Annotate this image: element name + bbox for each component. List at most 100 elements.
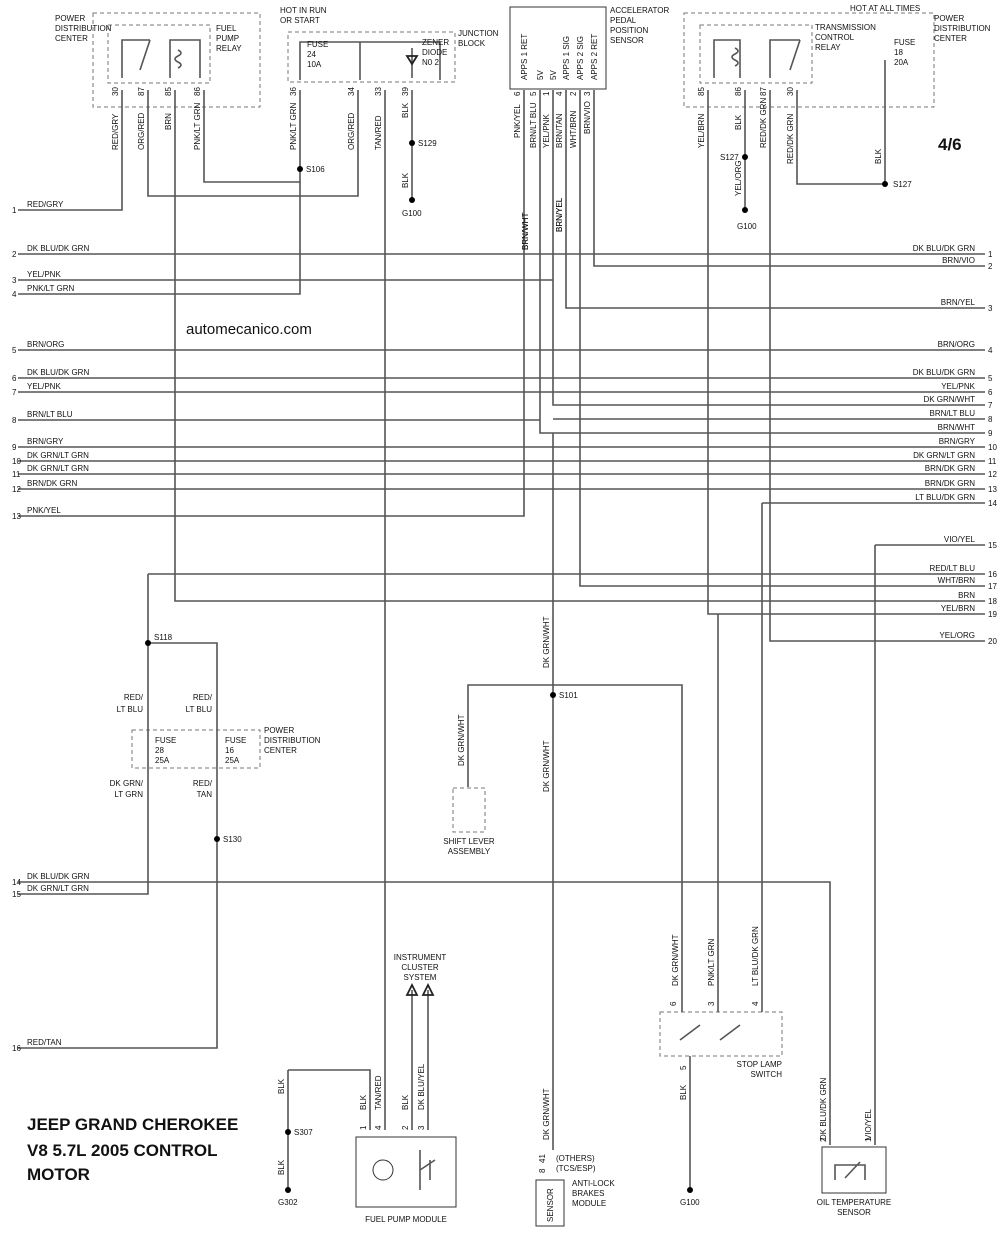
pdc-right-label: DISTRIBUTION: [934, 24, 991, 33]
junction-block-label: BLOCK: [458, 39, 486, 48]
left-wire-label: BRN/LT BLU: [27, 410, 73, 419]
pdc-left-box: [92, 12, 261, 108]
pdc-right-label: POWER: [934, 14, 964, 23]
bottom-wire-label: DK GRN/WHT: [671, 934, 680, 986]
bottom-wire-label: DK BLU/DK GRN: [819, 1078, 828, 1140]
oil-temp-thermistor-icon: [834, 1161, 866, 1180]
left-pin-number: 14: [12, 878, 21, 887]
mid-wire-label: LT BLU: [186, 705, 213, 714]
splice-label: S307: [294, 1128, 313, 1137]
fuel-pump-relay-label: FUEL: [216, 24, 237, 33]
wire-yel-brn: [707, 90, 985, 615]
fuse28-label: 28: [155, 746, 164, 755]
wire-wht-brn: [579, 90, 985, 587]
apps-pin-label: 5V: [536, 70, 545, 80]
zener-diode-icon: [405, 55, 419, 66]
wire-pnk-lt-grn-left: [18, 182, 301, 295]
wire-org-red: [147, 90, 359, 197]
left-pin-number: 2: [12, 250, 17, 259]
left-pin-number: 7: [12, 388, 17, 397]
stop-lamp-box: [659, 1011, 783, 1057]
pdc-mid-label: POWER: [264, 726, 294, 735]
ground-label: G100: [402, 209, 422, 218]
apps-label: SENSOR: [610, 36, 644, 45]
wire-color-label: YEL/ORG: [734, 160, 743, 196]
tcr-label: TRANSMISSION: [815, 23, 876, 32]
pdc-right-box: [683, 12, 935, 108]
wire-blk-fpm: [288, 1069, 371, 1130]
right-wire-label: WHT/BRN: [938, 576, 976, 585]
title-line: MOTOR: [27, 1165, 90, 1184]
fuse18-label: 18: [894, 48, 903, 57]
fuse24-label: FUSE: [307, 40, 328, 49]
right-wire-label: BRN/WHT: [938, 423, 975, 432]
mid-wire-label: DK GRN/WHT: [542, 1088, 551, 1140]
bottom-pin-number: 41: [538, 1154, 547, 1163]
right-pin-number: 11: [988, 457, 997, 466]
splice-label: S130: [223, 835, 242, 844]
wire-red-dk-grn: [796, 90, 885, 185]
pin-number-label: 87: [759, 87, 768, 96]
mid-wire-label: BRN/YEL: [555, 197, 564, 232]
right-pin-number: 2: [988, 262, 993, 271]
component-boxes: [92, 6, 935, 1227]
wire-color-label: TAN/RED: [374, 115, 383, 150]
bottom-pin-number: 8: [538, 1168, 547, 1173]
right-wire-label: BRN: [958, 591, 975, 600]
bottom-wire-label: VIO/YEL: [864, 1108, 873, 1140]
bottom-wire-label: BLK: [277, 1078, 286, 1094]
splice-dot: [742, 154, 748, 160]
bottom-pin-number: 5: [679, 1065, 688, 1070]
wire-yel-org: [769, 90, 985, 642]
splice-label: S101: [559, 691, 578, 700]
right-pin-number: 4: [988, 346, 993, 355]
splice-label: S118: [154, 633, 173, 642]
right-pin-number: 17: [988, 582, 997, 591]
splice-dot: [214, 836, 220, 842]
bottom-pin-number: 3: [417, 1125, 426, 1130]
right-pin-number: 18: [988, 597, 997, 606]
bottom-wire-label: TAN/RED: [374, 1075, 383, 1110]
wire-color-label: BRN/VIO: [583, 101, 592, 134]
fuse24-label: 10A: [307, 60, 322, 69]
bottom-pin-number: 2: [819, 1137, 828, 1142]
tcr-coil: [731, 47, 739, 67]
apps-pin-label: APPS 2 SIG: [576, 36, 585, 80]
left-pin-number: 8: [12, 416, 17, 425]
wire-brn-tan: [565, 90, 985, 309]
left-pin-number: 9: [12, 443, 17, 452]
wire-color-label: RED/DK GRN: [759, 98, 768, 148]
pin-number-label: 34: [347, 87, 356, 96]
abs-pins-label: (OTHERS): [556, 1154, 595, 1163]
pin-number-label: 30: [111, 87, 120, 96]
splice-dot: [882, 181, 888, 187]
right-pin-number: 8: [988, 415, 993, 424]
left-pin-number: 12: [12, 485, 21, 494]
pdc-mid-box: [131, 729, 261, 769]
title-line: JEEP GRAND CHEROKEE: [27, 1115, 238, 1134]
wire-pnk-lt-grn-relay: [203, 90, 301, 183]
cluster-arrows-icon: [405, 982, 435, 996]
abs-sensor-box: [535, 1179, 565, 1227]
hot-run-start-label: HOT IN RUN: [280, 6, 327, 15]
left-pin-number: 11: [12, 470, 21, 479]
pin-number-label: 33: [374, 87, 383, 96]
right-wire-label: YEL/BRN: [941, 604, 975, 613]
ground-label: G100: [737, 222, 757, 231]
pdc-left-label: DISTRIBUTION: [55, 24, 112, 33]
ground-dot: [687, 1187, 693, 1193]
mid-wire-label: RED/: [193, 693, 213, 702]
right-pin-number: 15: [988, 541, 997, 550]
right-wire-label: BRN/YEL: [941, 298, 976, 307]
right-pin-number: 9: [988, 429, 993, 438]
mid-wire-label: RED/: [193, 779, 213, 788]
apps-box: [509, 6, 607, 90]
stop-lamp-label: SWITCH: [750, 1070, 782, 1079]
wire-red-lt-blu-right: [18, 642, 218, 1049]
right-wire-label: RED/LT BLU: [930, 564, 976, 573]
wire-brn-lt-blu: [539, 90, 985, 434]
fuel-level-sender-icon: [419, 1150, 436, 1190]
abs-pins-label: (TCS/ESP): [556, 1164, 596, 1173]
zener-label: DIODE: [422, 48, 447, 57]
